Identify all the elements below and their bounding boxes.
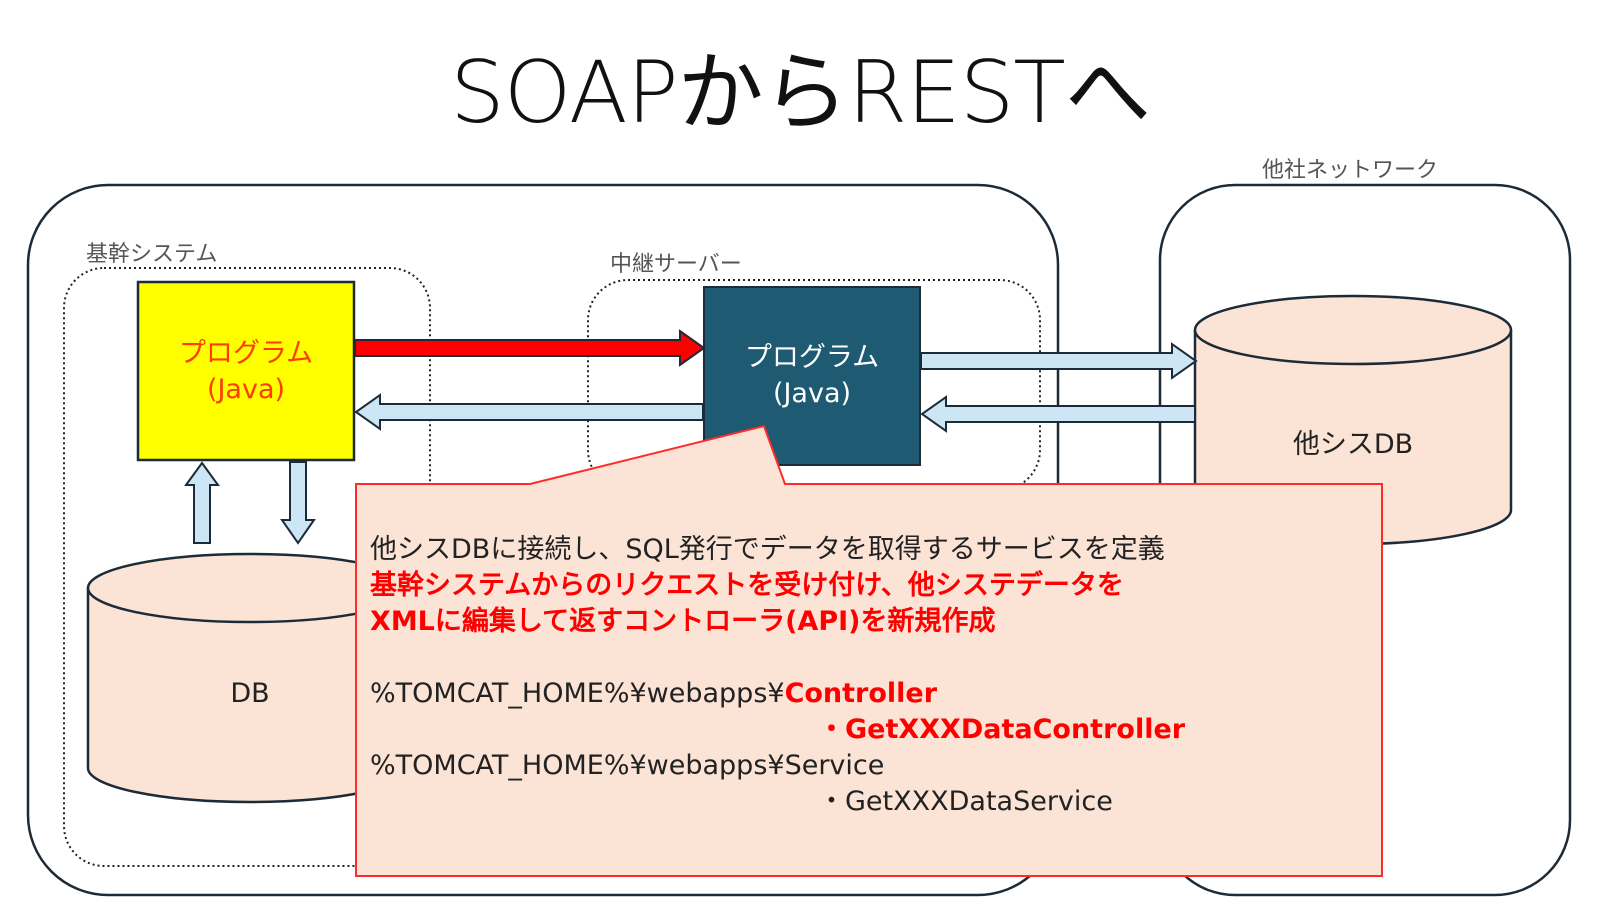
relay-program-label: プログラム (Java) bbox=[704, 340, 920, 412]
db-cylinder bbox=[86, 552, 414, 804]
core-program-name: プログラム bbox=[178, 338, 314, 369]
db-write-arrow bbox=[280, 461, 316, 545]
relay-program-name: プログラム bbox=[744, 342, 880, 373]
callout-controller-item: ・GetXXXDataController bbox=[818, 714, 1186, 745]
other-network-label: 他社ネットワーク bbox=[1262, 158, 1439, 183]
callout-box bbox=[355, 424, 1383, 877]
relay-server-container bbox=[587, 279, 1041, 491]
page-title: SOAPからRESTへ bbox=[450, 43, 1151, 143]
path-controller-folder: Controller bbox=[784, 678, 938, 709]
db-label: DB bbox=[230, 678, 270, 709]
callout-path-service: %TOMCAT_HOME%¥webapps¥Service bbox=[370, 748, 1350, 784]
path-prefix: %TOMCAT_HOME%¥webapps¥ bbox=[370, 678, 785, 709]
callout-text: 他シスDBに接続し、SQL発行でデータを取得するサービスを定義 基幹システムから… bbox=[370, 532, 1350, 820]
callout-line-controller-2: XMLに編集して返すコントローラ(API)を新規作成 bbox=[370, 606, 996, 637]
relay-program-lang: (Java) bbox=[772, 378, 852, 409]
callout-line-service: 他シスDBに接続し、SQL発行でデータを取得するサービスを定義 bbox=[370, 534, 1165, 565]
path-prefix: %TOMCAT_HOME%¥webapps¥ bbox=[370, 750, 785, 781]
request-arrow bbox=[354, 329, 706, 367]
core-program-label: プログラム (Java) bbox=[138, 336, 354, 408]
core-system-label: 基幹システム bbox=[86, 242, 218, 267]
path-service-folder: Service bbox=[784, 750, 885, 781]
query-arrow bbox=[920, 342, 1198, 380]
callout-spacer bbox=[370, 640, 1350, 676]
core-program-box bbox=[136, 280, 356, 462]
db-read-arrow bbox=[184, 461, 220, 544]
response-arrow bbox=[354, 393, 704, 431]
core-program-lang: (Java) bbox=[206, 374, 286, 405]
callout-line-controller-1: 基幹システムからのリクエストを受け付け、他システデータを bbox=[370, 570, 1124, 601]
callout-path-controller: %TOMCAT_HOME%¥webapps¥Controller bbox=[370, 676, 1350, 712]
callout-service-item: ・GetXXXDataService bbox=[818, 786, 1113, 817]
query-result-arrow bbox=[920, 395, 1196, 433]
relay-server-label: 中継サーバー bbox=[610, 252, 742, 277]
other-db-label: 他シスDB bbox=[1292, 429, 1414, 460]
